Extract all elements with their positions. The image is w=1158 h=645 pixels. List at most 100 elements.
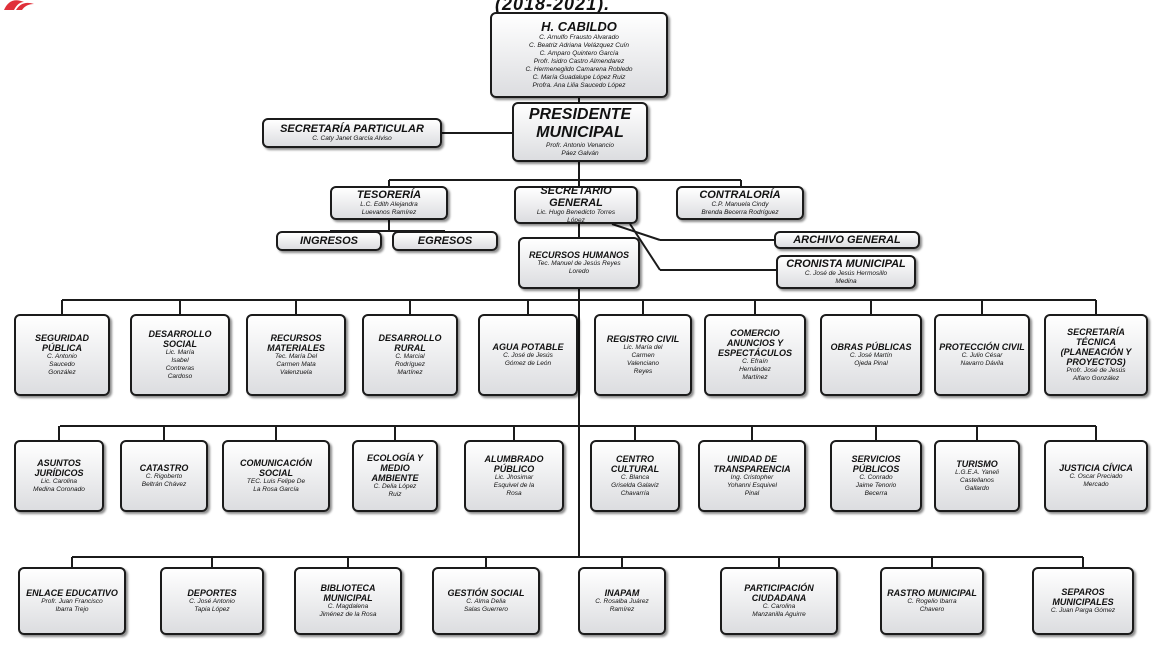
- org-box-person: Ramírez: [609, 606, 635, 613]
- org-box-title: RECURSOS HUMANOS: [528, 250, 629, 260]
- org-box-person: Profra. Ana Lilia Saucedo López: [532, 82, 626, 89]
- page-title: (2018-2021).: [495, 0, 611, 14]
- org-box-person: C. Juan Parga Gómez: [1050, 607, 1116, 614]
- org-box-title: CENTRO CULTURAL: [610, 454, 660, 474]
- org-box-person: Martínez: [397, 369, 423, 376]
- connector-line: [629, 223, 661, 271]
- org-box-person: C. Alma Delia: [466, 598, 506, 605]
- org-box-person: Lic. Hugo Benedicto Torres: [536, 209, 616, 216]
- org-box-person: C. Marcial: [395, 353, 425, 360]
- org-box-person: Beltrán Chávez: [141, 481, 187, 488]
- org-box-person: Martínez: [742, 374, 768, 381]
- org-box-title: SECRETARÍA TÉCNICA (PLANEACIÓN Y PROYECT…: [1060, 327, 1132, 367]
- org-box-title: CRONISTA MUNICIPAL: [786, 258, 906, 270]
- org-box-person: Valenciano: [627, 360, 659, 367]
- org-box-title: RECURSOS MATERIALES: [267, 333, 325, 353]
- org-box-person: Saucedo: [49, 361, 75, 368]
- org-box-person: C. María Guadalupe López Ruiz: [532, 74, 626, 81]
- org-box-person: C. Antonio: [46, 353, 78, 360]
- org-box-person: C. José Martín: [849, 352, 893, 359]
- org-box-person: Griselda Galaviz: [611, 482, 659, 489]
- org-box-title: UNIDAD DE TRANSPARENCIA: [713, 454, 791, 474]
- org-box-person: C.P. Manuela Cindy: [711, 201, 769, 208]
- org-box-person: Jiménez de la Rosa: [319, 611, 377, 618]
- org-box-person: Lic. Jhosimar: [494, 474, 534, 481]
- org-box-person: L.G.E.A. Yaneli: [955, 469, 999, 476]
- org-box-title: ECOLOGÍA Y MEDIO AMBIENTE: [366, 453, 423, 483]
- org-box-person: Lic. María: [165, 349, 195, 356]
- org-box-person: Lic. Carolina: [40, 478, 78, 485]
- org-box-title: AGUA POTABLE: [492, 342, 564, 352]
- org-box-person: C. José de Jesús: [503, 352, 553, 359]
- org-box-person: Loredo: [568, 268, 590, 275]
- org-box-person: C. Efraín: [742, 358, 768, 365]
- org-box-title: COMERCIO ANUNCIOS Y ESPECTÁCULOS: [717, 328, 792, 358]
- org-box-title: TESORERÍA: [356, 189, 422, 201]
- org-box-title: RASTRO MUNICIPAL: [887, 588, 977, 598]
- org-box-person: Luevanos Ramírez: [361, 209, 417, 216]
- org-box-title: COMUNICACIÓN SOCIAL: [240, 458, 312, 478]
- org-box-person: Gallardo: [964, 485, 990, 492]
- org-box-person: Profr. Juan Francisco: [41, 598, 103, 605]
- org-box-person: C. Arnulfo Frausto Alvarado: [539, 34, 619, 41]
- org-box-person: Brenda Becerra Rodríguez: [701, 209, 779, 216]
- org-box-person: C. Hermenegildo Camarena Robledo: [525, 66, 633, 73]
- org-box-person: Ojeda Pinal: [854, 360, 888, 367]
- org-box-person: Ruiz: [388, 491, 402, 498]
- org-box-person: Navarro Dávila: [960, 360, 1004, 367]
- org-box-person: Hernández: [739, 366, 771, 373]
- org-box-title: DESARROLLO RURAL: [378, 333, 442, 353]
- org-box-egresos: EGRESOS: [392, 231, 498, 251]
- org-box-person: Tapia López: [194, 606, 230, 613]
- org-box-title: ASUNTOS JURÍDICOS: [34, 458, 84, 478]
- org-box-title: EGRESOS: [417, 235, 473, 247]
- org-box-person: Medina: [835, 278, 857, 285]
- org-box-person: C. Carolina: [762, 603, 796, 610]
- org-box-person: C. Conrado: [859, 474, 893, 481]
- org-box-person: Profr. Isidro Castro Almendarez: [533, 58, 625, 65]
- org-box-person: C. Caty Janet García Alviso: [312, 135, 392, 142]
- org-box-person: Cardoso: [167, 373, 193, 380]
- org-box-person: Pinal: [744, 490, 760, 497]
- org-box-person: TEC. Luis Felipe De: [246, 478, 306, 485]
- org-box-person: Valenzuela: [280, 369, 312, 376]
- org-box-person: Ing. Cristopher: [730, 474, 774, 481]
- org-box-person: Rodríguez: [395, 361, 425, 368]
- org-box-title: INGRESOS: [299, 235, 359, 247]
- logo-icon: [4, 0, 34, 10]
- org-box-ingresos: INGRESOS: [276, 231, 382, 251]
- org-box-person: C. Magdalena: [327, 603, 369, 610]
- org-box-title: SERVICIOS PÚBLICOS: [851, 454, 901, 474]
- org-box-title: DEPORTES: [187, 588, 237, 598]
- org-box-person: Medina Coronado: [33, 486, 85, 493]
- org-box-person: Becerra: [864, 490, 888, 497]
- org-box-title: PRESIDENTE MUNICIPAL: [528, 106, 632, 141]
- org-box-person: Castellanos: [960, 477, 994, 484]
- org-box-person: C. Beatriz Adriana Velázquez Cuín: [529, 42, 629, 49]
- org-box-person: López: [567, 217, 585, 224]
- org-box-title: REGISTRO CIVIL: [606, 334, 680, 344]
- org-box-person: Ibarra Trejo: [55, 606, 89, 613]
- org-box-title: OBRAS PÚBLICAS: [830, 342, 912, 352]
- org-box-person: Profr. José de Jesús: [1066, 367, 1126, 374]
- org-box-person: Mercado: [1083, 481, 1109, 488]
- org-box-person: Carmen Mata: [276, 361, 316, 368]
